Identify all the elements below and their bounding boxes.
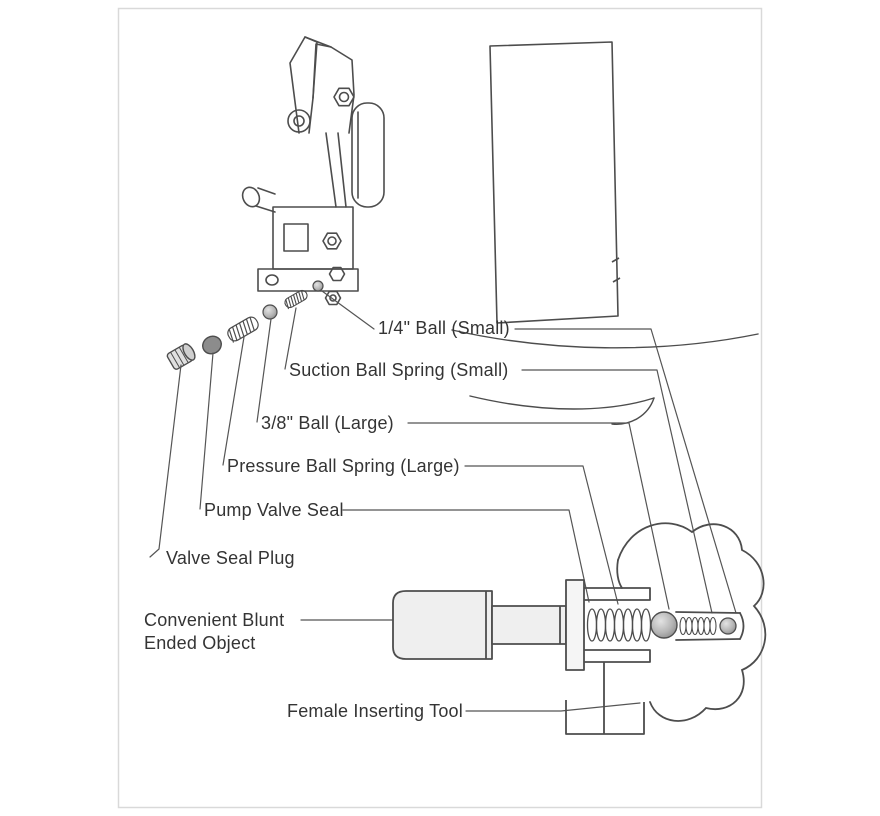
part-quarter-inch-ball <box>312 280 324 292</box>
part-suction-ball-spring <box>284 289 308 310</box>
leader-lines <box>149 290 737 712</box>
part-pump-valve-seal <box>202 335 222 355</box>
label-blunt-object-line1: Convenient Blunt <box>144 610 285 630</box>
inserting-tool-drawing <box>565 579 651 735</box>
page-border <box>117 7 763 809</box>
assembly-suction-spring <box>679 616 717 636</box>
floor-lines <box>451 329 759 425</box>
pump-assembly-drawing <box>241 36 385 306</box>
part-three-eighths-ball <box>262 304 278 320</box>
part-valve-seal-plug <box>166 343 196 370</box>
label-three-eighths-ball: 3/8" Ball (Large) <box>261 413 394 433</box>
housing-cutaway-drawing <box>616 522 767 722</box>
part-pressure-ball-spring <box>227 316 259 343</box>
label-blunt-object-line2: Ended Object <box>144 633 256 653</box>
label-pressure-ball-spring: Pressure Ball Spring (Large) <box>227 456 460 476</box>
assembly-small-ball <box>719 617 737 635</box>
label-suction-ball-spring: Suction Ball Spring (Small) <box>289 360 509 380</box>
label-valve-seal-plug: Valve Seal Plug <box>166 548 295 568</box>
label-pump-valve-seal: Pump Valve Seal <box>204 500 344 520</box>
assembly-pressure-spring <box>586 608 652 642</box>
label-female-inserting-tool: Female Inserting Tool <box>287 701 463 721</box>
blunt-object-drawing <box>392 590 567 660</box>
assembly-large-ball <box>650 611 678 639</box>
reservoir-tank-drawing <box>489 41 621 324</box>
label-quarter-inch-ball: 1/4" Ball (Small) <box>378 318 510 338</box>
